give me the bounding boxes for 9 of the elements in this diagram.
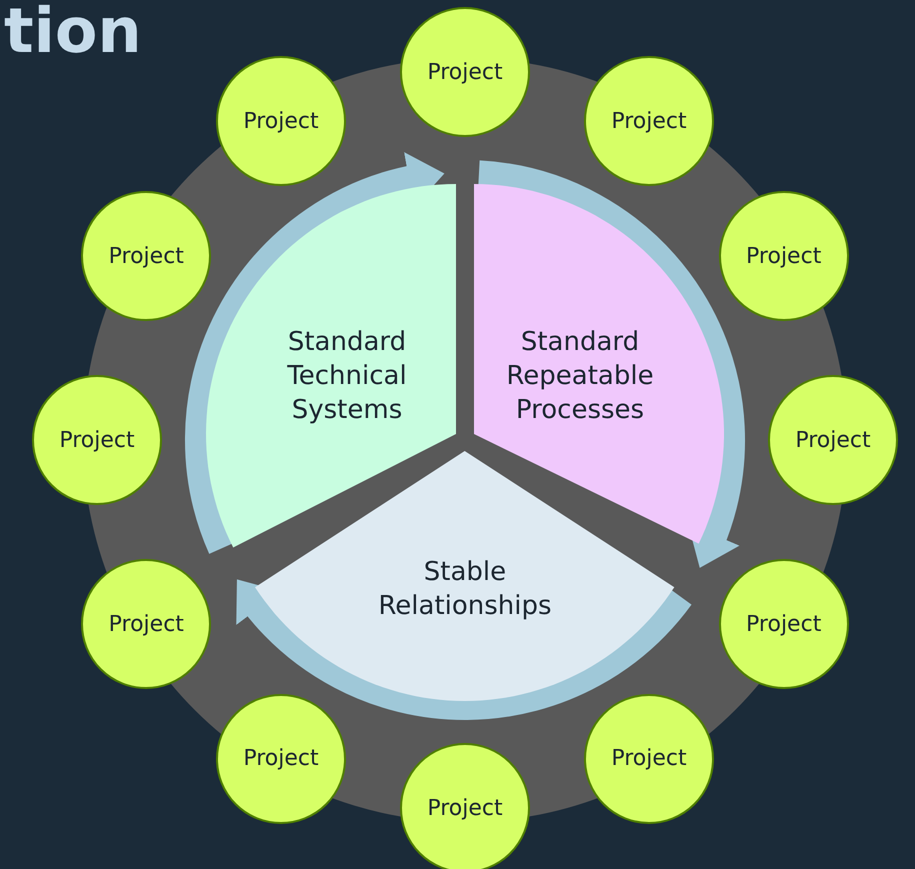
sector-label: Stable Relationships (377, 556, 553, 623)
title: tion (4, 0, 142, 66)
project-circle: Project (32, 375, 162, 505)
project-circle: Project (400, 7, 530, 137)
curved-arrow (477, 160, 745, 568)
curved-arrow (236, 580, 691, 720)
sector-label: Standard Repeatable Processes (505, 326, 655, 427)
sector-label: Standard Technical Systems (286, 326, 408, 427)
curved-arrow (185, 153, 444, 554)
